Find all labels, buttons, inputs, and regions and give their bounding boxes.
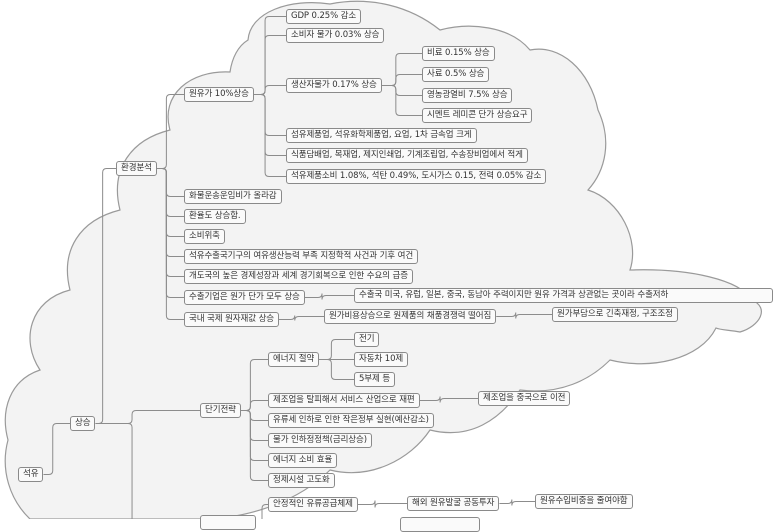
- connector-37: [357, 500, 407, 508]
- node-car-10[interactable]: 자동차 10제: [354, 352, 409, 367]
- node-feed[interactable]: 사료 0.5% 상승: [422, 67, 490, 82]
- connector-20: [381, 85, 422, 96]
- connector-11: [156, 168, 184, 320]
- connector-5: [156, 168, 184, 197]
- node-demand[interactable]: 개도국의 높은 경제성장과 세계 경기회복으로 인한 수요의 급증: [184, 269, 413, 284]
- node-energy-saving[interactable]: 에너지 절약: [268, 352, 320, 367]
- connector-33: [319, 359, 354, 380]
- connector-27: [240, 410, 268, 421]
- connector-1: [95, 168, 116, 424]
- node-refinery[interactable]: 정제시설 고도화: [268, 473, 335, 488]
- node-farm-heating[interactable]: 영농광열비 7.5% 상승: [422, 88, 513, 103]
- connector-29: [240, 410, 268, 461]
- connector-26: [240, 400, 268, 411]
- node-exporter-note[interactable]: 수출국 미국, 유럽, 일본, 중국, 동남아 주력이지만 원유 가격과 상관없…: [354, 288, 773, 303]
- node-ppi[interactable]: 생산자물가 0.17% 상승: [286, 78, 382, 93]
- node-price-policy[interactable]: 물가 인하정정책(금리상승): [268, 433, 372, 448]
- connector-6: [156, 168, 184, 217]
- node-exchange-rate[interactable]: 환율도 상승함.: [184, 209, 246, 224]
- node-cpi[interactable]: 소비자 물가 0.03% 상승: [286, 28, 385, 43]
- node-oil-price-rise[interactable]: 원유가 10%상승: [184, 87, 254, 102]
- connector-15: [253, 94, 286, 136]
- connector-19: [381, 74, 422, 86]
- connector-23: [279, 315, 324, 321]
- connector-28: [240, 410, 268, 441]
- node-environment-analysis[interactable]: 환경분석: [116, 161, 157, 176]
- node-efficiency[interactable]: 에너지 소비 효율: [268, 453, 338, 468]
- node-stable-supply[interactable]: 안정적인 유류공급체제: [268, 497, 358, 512]
- connector-30: [240, 410, 268, 481]
- node-domestic[interactable]: 국내 국제 원자재값 상승: [184, 312, 280, 327]
- node-industry-small[interactable]: 식품담배업, 목재업, 제지인쇄업, 기계조립업, 수송장비업에서 적게: [286, 148, 528, 163]
- node-import[interactable]: 원유수입비중을 줄여야함: [535, 494, 633, 509]
- connector-17: [253, 94, 286, 177]
- connector-24: [496, 312, 552, 319]
- node-freight[interactable]: 화물운송운임비가 올라감: [184, 189, 282, 204]
- connector-25: [240, 359, 268, 411]
- node-rise[interactable]: 상승: [70, 416, 96, 431]
- connector-8: [156, 168, 184, 257]
- node-china[interactable]: 제조업을 중국으로 이전: [478, 391, 571, 406]
- connector-10: [156, 168, 184, 298]
- node-opec[interactable]: 석유수출국기구의 여유생산능력 부족 지정학적 사건과 기후 여건: [184, 249, 419, 264]
- node-electricity[interactable]: 전기: [354, 332, 380, 347]
- node-long-term[interactable]: [200, 515, 256, 530]
- connector-12: [253, 16, 286, 95]
- node-consumption[interactable]: 석유제품소비 1.08%, 석탄 0.49%, 도시가스 0.15, 전력 0.…: [286, 169, 547, 184]
- node-car-5[interactable]: 5부제 등: [354, 372, 396, 387]
- mind-map-canvas: 석유 상승 환경분석 원유가 10%상승 GDP 0.25% 감소 소비자 물가…: [4, 0, 773, 532]
- node-root[interactable]: 석유: [18, 467, 44, 482]
- connector-2: [95, 410, 200, 424]
- connector-16: [253, 94, 286, 156]
- connector-3: [95, 423, 133, 519]
- connector-lines: [43, 16, 552, 519]
- node-next[interactable]: [400, 517, 480, 532]
- connector-31: [319, 339, 354, 360]
- node-overseas[interactable]: 해외 원유발굴 공동투자: [407, 496, 500, 511]
- node-consumption-shrink[interactable]: 소비위축: [184, 229, 225, 244]
- connector-7: [156, 168, 184, 237]
- connector-34: [419, 396, 478, 403]
- connector-0: [43, 423, 70, 475]
- connector-9: [156, 168, 184, 277]
- connector-14: [253, 85, 286, 95]
- connector-4: [156, 94, 184, 169]
- connector-18: [381, 53, 422, 86]
- connector-21: [381, 85, 422, 116]
- node-fertilizer[interactable]: 비료 0.15% 상승: [422, 46, 495, 61]
- connector-35: [261, 504, 268, 519]
- connector-38: [499, 499, 535, 506]
- node-gdp[interactable]: GDP 0.25% 감소: [286, 9, 362, 24]
- node-cement[interactable]: 시멘트 레미콘 단가 상승요구: [422, 108, 533, 123]
- node-cost-up[interactable]: 원가비용상승으로 원제품의 채품경쟁력 떨어짐: [324, 309, 497, 324]
- node-industry-large[interactable]: 섬유제품업, 석유화학제품업, 요업, 1차 금속업 크게: [286, 128, 477, 143]
- node-cost-note[interactable]: 원가부담으로 긴축재정, 구조조정: [552, 307, 678, 322]
- node-service[interactable]: 제조업을 탈피해서 서비스 산업으로 재편: [268, 393, 420, 408]
- node-tax[interactable]: 유류세 인하로 인한 작은정부 실현(예산감소): [268, 413, 434, 428]
- node-exporter[interactable]: 수출기업은 원가 단가 모두 상승: [184, 290, 305, 305]
- connector-22: [304, 293, 354, 300]
- node-short-term[interactable]: 단기전략: [200, 403, 241, 418]
